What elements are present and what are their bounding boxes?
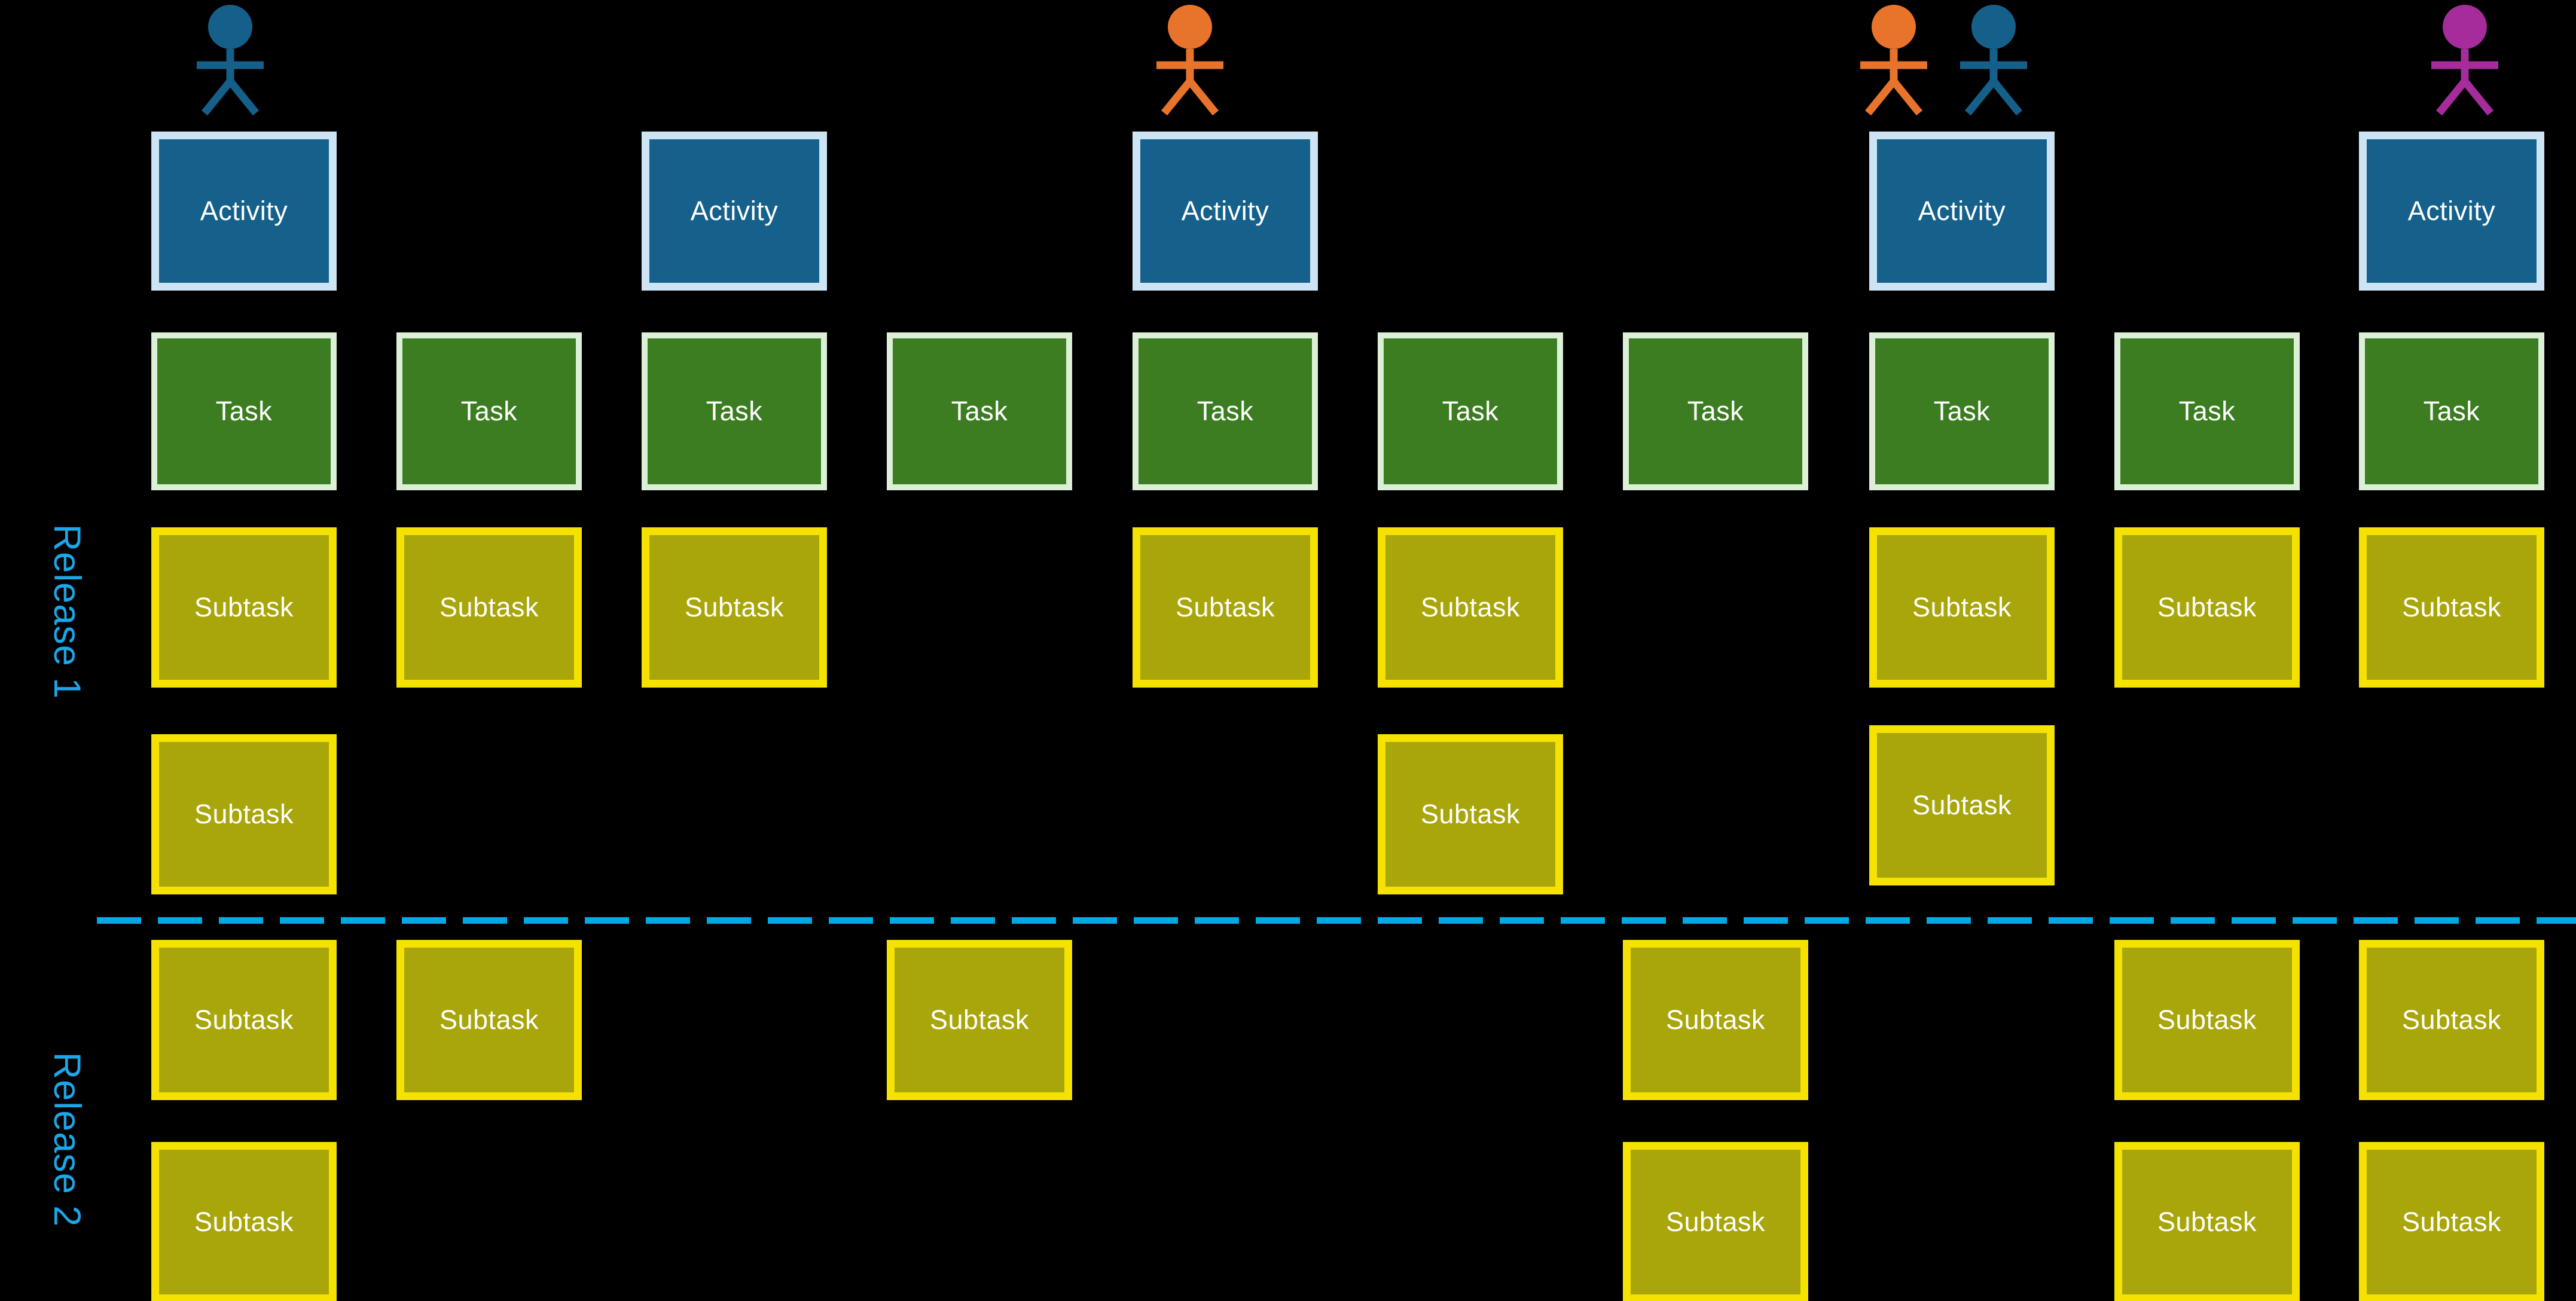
subtask-card: Subtask bbox=[887, 940, 1072, 1100]
subtask-card: Subtask bbox=[1133, 527, 1318, 688]
subtask-card: Subtask bbox=[1623, 940, 1808, 1100]
task-card: Task bbox=[642, 332, 827, 490]
actor-blue-person-icon bbox=[1955, 2, 2032, 116]
subtask-card: Subtask bbox=[2114, 940, 2300, 1100]
release-divider-dashed-line bbox=[97, 917, 2576, 924]
activity-card: Activity bbox=[151, 132, 337, 291]
actor-orange-person-icon bbox=[1151, 2, 1229, 116]
subtask-card: Subtask bbox=[1378, 734, 1563, 894]
task-card: Task bbox=[1133, 332, 1318, 490]
task-card: Task bbox=[2114, 332, 2300, 490]
subtask-card: Subtask bbox=[396, 940, 582, 1100]
subtask-card: Subtask bbox=[1378, 527, 1563, 688]
task-card: Task bbox=[887, 332, 1072, 490]
task-card: Task bbox=[396, 332, 582, 490]
activity-card: Activity bbox=[2359, 132, 2544, 291]
subtask-card: Subtask bbox=[1623, 1142, 1808, 1301]
task-card: Task bbox=[2359, 332, 2544, 490]
subtask-card: Subtask bbox=[2359, 527, 2544, 688]
activity-card: Activity bbox=[1133, 132, 1318, 291]
activity-card: Activity bbox=[642, 132, 827, 291]
subtask-card: Subtask bbox=[2114, 527, 2300, 688]
subtask-card: Subtask bbox=[1869, 527, 2055, 688]
actor-orange-person-icon bbox=[1855, 2, 1933, 116]
actor-purple-person-icon bbox=[2426, 2, 2504, 116]
subtask-card: Subtask bbox=[396, 527, 582, 688]
subtask-card: Subtask bbox=[2359, 940, 2544, 1100]
subtask-card: Subtask bbox=[2359, 1142, 2544, 1301]
task-card: Task bbox=[151, 332, 337, 490]
task-card: Task bbox=[1623, 332, 1808, 490]
subtask-card: Subtask bbox=[2114, 1142, 2300, 1301]
subtask-card: Subtask bbox=[151, 1142, 337, 1301]
subtask-card: Subtask bbox=[1869, 725, 2055, 885]
actor-blue-person-icon bbox=[191, 2, 269, 116]
subtask-card: Subtask bbox=[151, 734, 337, 894]
task-card: Task bbox=[1378, 332, 1563, 490]
subtask-card: Subtask bbox=[151, 940, 337, 1100]
task-card: Task bbox=[1869, 332, 2055, 490]
activity-card: Activity bbox=[1869, 132, 2055, 291]
subtask-card: Subtask bbox=[642, 527, 827, 688]
release-1-label: Release 1 bbox=[46, 524, 88, 700]
release-2-label: Release 2 bbox=[46, 1052, 88, 1227]
subtask-card: Subtask bbox=[151, 527, 337, 688]
